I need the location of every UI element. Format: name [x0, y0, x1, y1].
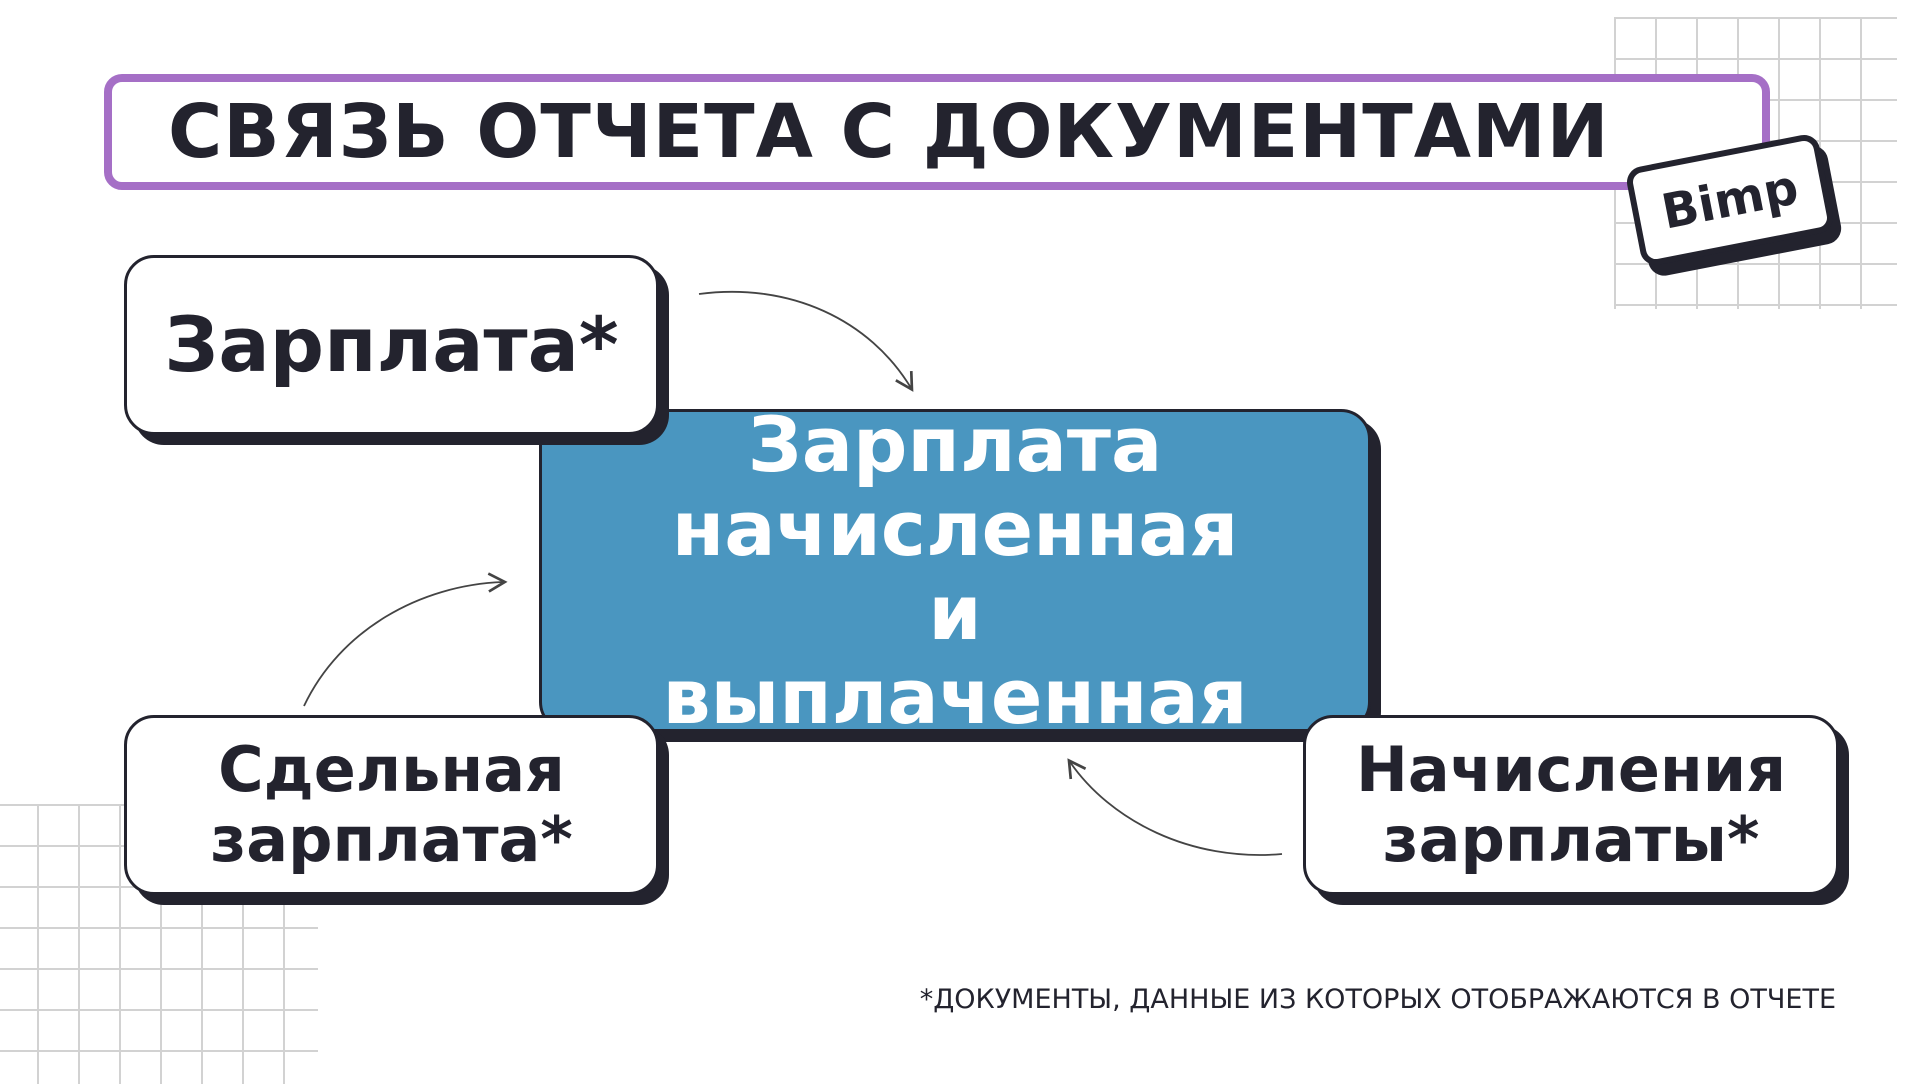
arrow-accruals-to-center: [1067, 758, 1283, 856]
node-salary: Зарплата*: [124, 255, 669, 445]
node-accruals-label: Начисления зарплаты*: [1303, 715, 1839, 895]
arrow-salary-to-center: [698, 290, 914, 392]
arrow-piecework-to-center: [303, 572, 508, 707]
title-banner: СВЯЗЬ ОТЧЕТА С ДОКУМЕНТАМИ: [104, 74, 1770, 190]
footnote: *ДОКУМЕНТЫ, ДАННЫЕ ИЗ КОТОРЫХ ОТОБРАЖАЮТ…: [919, 984, 1836, 1015]
node-salary-label: Зарплата*: [124, 255, 659, 435]
node-piecework-label: Сдельная зарплата*: [124, 715, 659, 895]
node-accruals: Начисления зарплаты*: [1303, 715, 1849, 905]
center-node: Зарплата начисленная и выплаченная: [539, 402, 1381, 742]
node-piecework: Сдельная зарплата*: [124, 715, 669, 905]
page-title: СВЯЗЬ ОТЧЕТА С ДОКУМЕНТАМИ: [168, 89, 1610, 175]
center-node-label: Зарплата начисленная и выплаченная: [539, 402, 1371, 738]
